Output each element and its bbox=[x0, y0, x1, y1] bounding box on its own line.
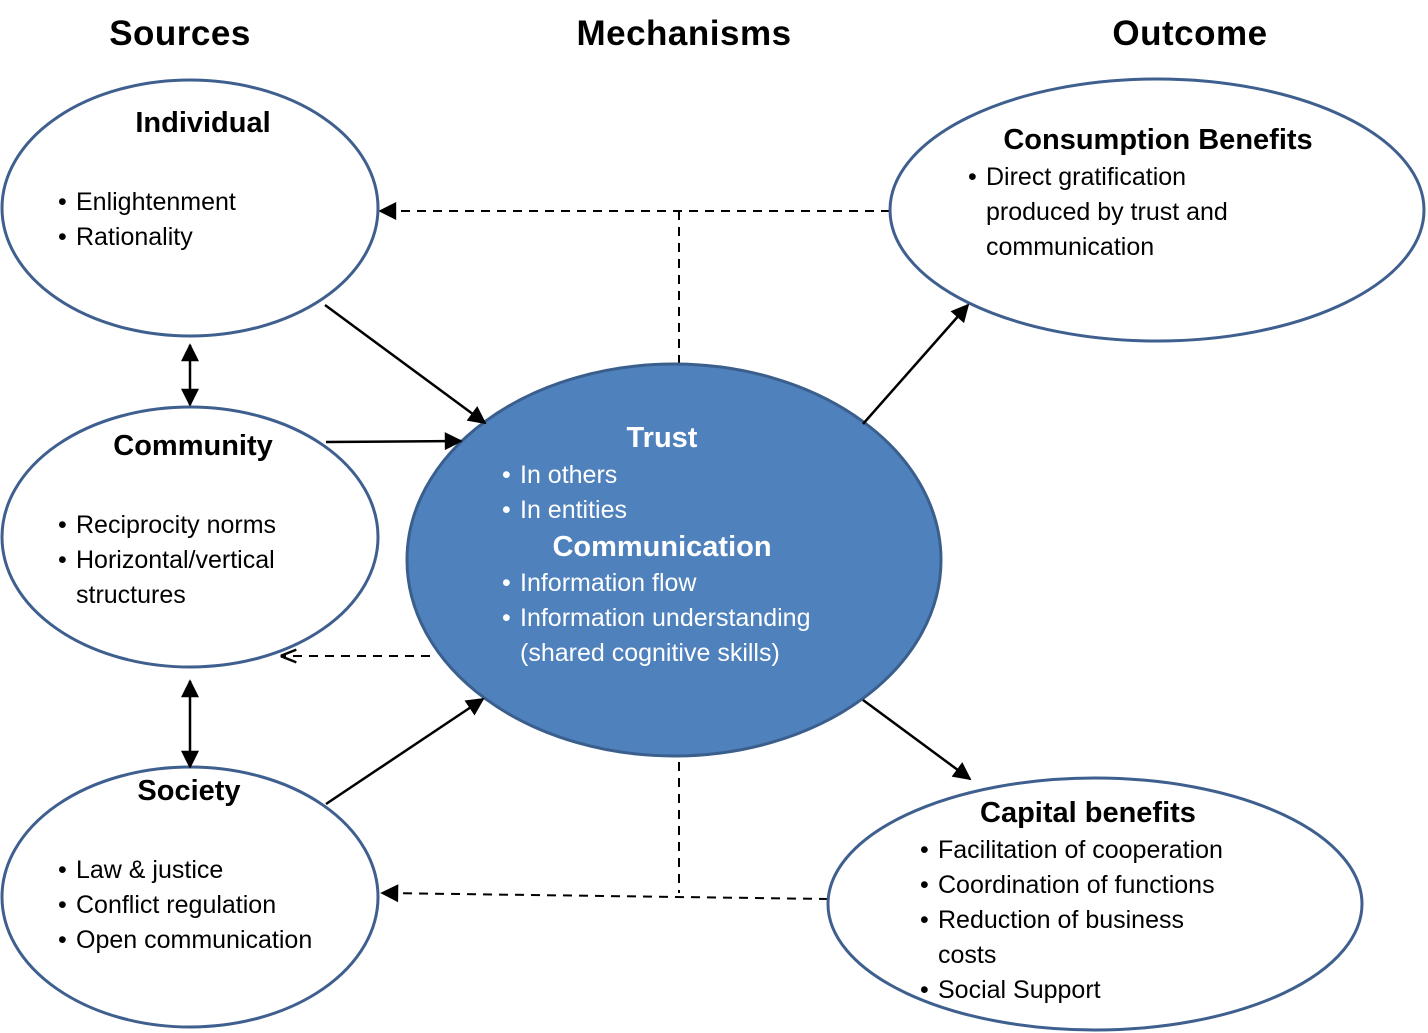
bullet-icon: • bbox=[58, 891, 67, 919]
flow-arrows bbox=[181, 303, 972, 806]
community-title: Community bbox=[113, 430, 273, 462]
bullet-icon: • bbox=[920, 871, 929, 899]
consumption-node: Consumption Benefits •Direct gratificati… bbox=[968, 120, 1348, 265]
bullet-icon: • bbox=[502, 496, 511, 524]
society-title: Society bbox=[137, 775, 241, 807]
bullet-icon: • bbox=[502, 461, 511, 489]
column-head-outcome: Outcome bbox=[1112, 14, 1268, 53]
community-ellipse bbox=[0, 405, 380, 669]
consumption-ellipse bbox=[888, 77, 1426, 343]
arrow-society-to-center bbox=[325, 697, 485, 806]
dashed-capital-to-society bbox=[380, 884, 829, 903]
feedback-lines bbox=[282, 202, 890, 903]
capital-ellipse bbox=[826, 776, 1364, 1032]
individual-node: Individual •Enlightenment •Rationality bbox=[58, 103, 348, 255]
column-head-sources: Sources bbox=[109, 14, 251, 53]
center-ellipse bbox=[405, 362, 943, 758]
bullet-icon: • bbox=[502, 569, 511, 597]
bullet-icon: • bbox=[58, 188, 67, 216]
arrow-center-to-consumption bbox=[862, 303, 970, 425]
community-node: Community •Reciprocity norms •Horizontal… bbox=[58, 426, 328, 613]
capital-item: •Facilitation of cooperation bbox=[920, 833, 1290, 868]
trust-title: Trust bbox=[626, 422, 698, 454]
individual-ellipse bbox=[0, 78, 380, 338]
center-node: Trust •In others •In entities Communicat… bbox=[502, 418, 822, 671]
arrow-individual-to-center bbox=[324, 303, 487, 425]
consumption-item: •Direct gratification produced by trust … bbox=[968, 160, 1278, 265]
arrow-center-to-capital bbox=[862, 698, 972, 781]
bullet-icon: • bbox=[920, 976, 929, 1004]
bullet-icon: • bbox=[920, 906, 929, 934]
society-node: Society •Law & justice •Conflict regulat… bbox=[58, 771, 320, 958]
society-item: •Conflict regulation bbox=[58, 888, 320, 923]
society-item: •Open communication bbox=[58, 923, 320, 958]
arrow-community-to-center bbox=[325, 432, 463, 451]
individual-item: •Rationality bbox=[58, 220, 348, 255]
bullet-icon: • bbox=[968, 163, 977, 191]
bullet-icon: • bbox=[58, 926, 67, 954]
community-item: •Horizontal/vertical structures bbox=[58, 543, 328, 613]
bullet-icon: • bbox=[58, 511, 67, 539]
capital-item: •Coordination of functions bbox=[920, 868, 1290, 903]
bullet-icon: • bbox=[502, 604, 511, 632]
bullet-icon: • bbox=[58, 223, 67, 251]
society-item: •Law & justice bbox=[58, 853, 320, 888]
column-head-mechanisms: Mechanisms bbox=[576, 14, 792, 53]
capital-item: •Social Support bbox=[920, 973, 1290, 1008]
communication-item: •Information flow bbox=[502, 566, 822, 601]
individual-item: •Enlightenment bbox=[58, 185, 348, 220]
capital-item: •Reduction of business costs bbox=[920, 903, 1240, 973]
bullet-icon: • bbox=[920, 836, 929, 864]
bullet-icon: • bbox=[58, 856, 67, 884]
trust-item: •In entities bbox=[502, 493, 822, 528]
bullet-icon: • bbox=[58, 546, 67, 574]
community-item: •Reciprocity norms bbox=[58, 508, 328, 543]
communication-title: Communication bbox=[552, 531, 772, 563]
trust-item: •In others bbox=[502, 458, 822, 493]
consumption-title: Consumption Benefits bbox=[1003, 124, 1313, 156]
capital-title: Capital benefits bbox=[980, 797, 1196, 829]
individual-title: Individual bbox=[135, 107, 271, 139]
capital-node: Capital benefits •Facilitation of cooper… bbox=[920, 793, 1290, 1008]
communication-item: •Information understanding (shared cogni… bbox=[502, 601, 812, 671]
